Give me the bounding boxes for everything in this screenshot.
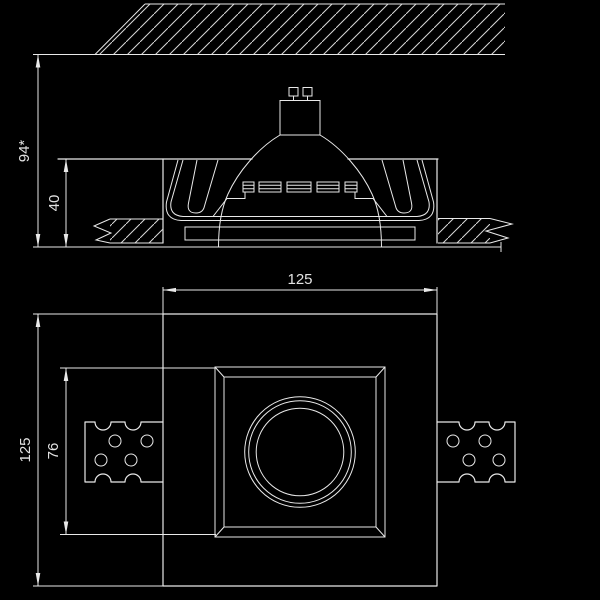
- lamp-opening: [244, 396, 356, 508]
- fixture-face-square: [162, 313, 438, 587]
- lamp-bell-curve-right: [319, 134, 382, 248]
- dimension-width: 125: [162, 271, 438, 314]
- bevel-corner-lines: [214, 366, 386, 538]
- lamp-pin-left: [288, 87, 299, 97]
- mounting-tab-right: [436, 421, 516, 483]
- ceiling-face-line: [33, 242, 502, 252]
- plasterboard-right: [438, 218, 514, 244]
- break-line-left: [92, 218, 113, 244]
- trim-square: [214, 366, 386, 538]
- trim-inner-profile: [170, 159, 430, 217]
- lamp-face-ribs: [242, 181, 358, 193]
- reflector-wall-left: [187, 159, 219, 214]
- lamp-holder-step-left: [212, 192, 246, 217]
- aperture-frame: [184, 226, 416, 241]
- reflector-wall-right: [381, 159, 413, 214]
- dim-label-40: 40: [46, 195, 63, 212]
- lamp-holder-step-right: [354, 192, 388, 217]
- ceiling-slab-hatch: [94, 3, 505, 55]
- dimension-height: 125: [17, 313, 163, 587]
- dimension-total-height: 94*: [16, 54, 41, 247]
- gu10-lamp: [218, 87, 382, 248]
- lamp-base: [279, 100, 321, 136]
- plasterboard-left: [92, 218, 163, 244]
- section-view: 94* 40: [16, 3, 514, 252]
- dim-label-94: 94*: [16, 140, 33, 163]
- dimension-opening: 76: [45, 367, 216, 535]
- fixture-housing: [57, 158, 439, 244]
- trim-outer-profile: [165, 159, 435, 221]
- mounting-tab-left: [84, 421, 164, 483]
- dim-label-76: 76: [45, 443, 62, 460]
- plan-view: 125: [17, 271, 516, 587]
- lamp-bell-curve-left: [218, 134, 281, 248]
- break-line-right: [484, 218, 514, 244]
- lamp-pin-right: [302, 87, 313, 97]
- dim-label-125-top: 125: [287, 271, 312, 288]
- dimension-recess-depth: 40: [46, 159, 69, 247]
- dim-label-125-left: 125: [17, 437, 34, 462]
